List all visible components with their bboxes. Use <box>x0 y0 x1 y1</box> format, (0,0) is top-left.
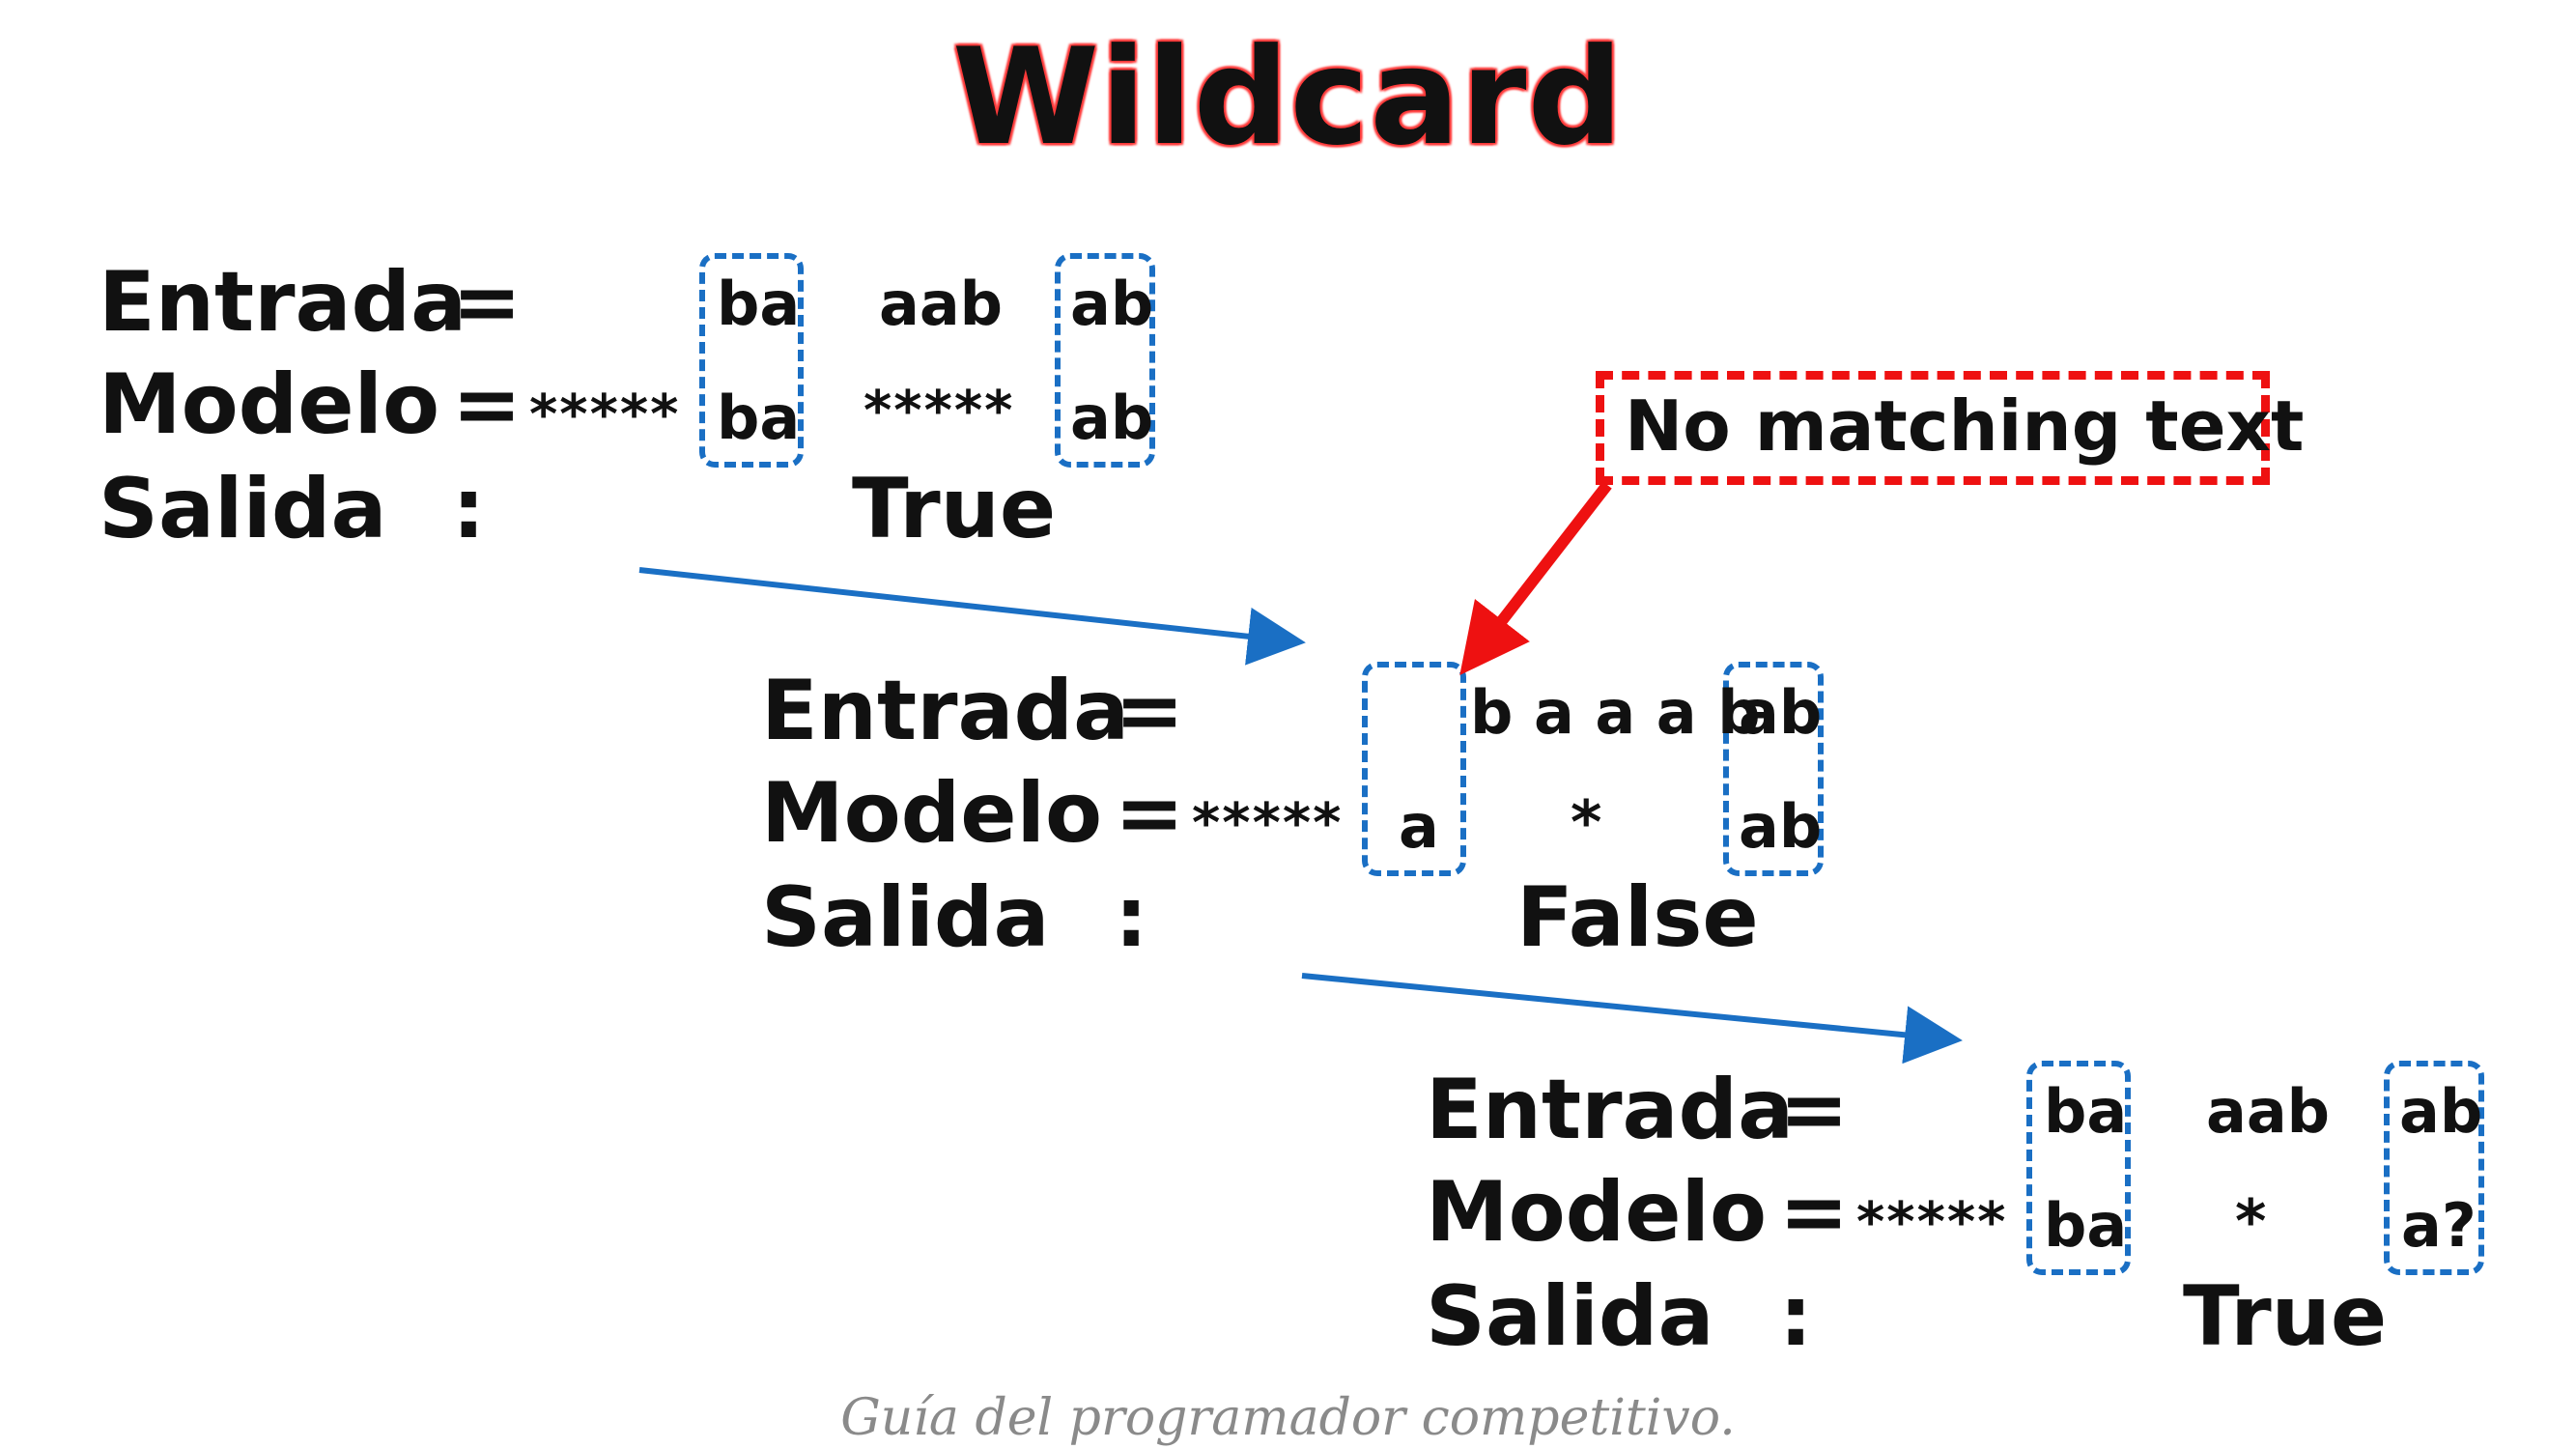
example-1: Entrada Modelo Salida = = : ***** ba aab… <box>99 253 1258 562</box>
salida-colon: : <box>1115 869 1148 966</box>
model-token-2: * <box>1571 787 1602 858</box>
salida-colon: : <box>452 461 486 557</box>
modelo-label: Modelo <box>761 765 1103 862</box>
model-token-2: * <box>2235 1186 2267 1257</box>
salida-label: Salida <box>761 869 1050 966</box>
salida-colon: : <box>1779 1268 1813 1365</box>
title: Wildcard <box>951 19 1625 175</box>
model-token-3: ab <box>1070 383 1154 453</box>
model-token-2: ***** <box>863 380 1015 442</box>
input-token-2: b a a a b <box>1470 677 1761 748</box>
flow-arrow-2 <box>1301 973 1963 1065</box>
entrada-equals: = <box>452 254 523 351</box>
model-token-3: ab <box>1739 791 1823 862</box>
footer-credit: Guía del programador competitivo. <box>840 1389 1736 1447</box>
modelo-equals: = <box>1115 765 1185 862</box>
output-value: True <box>852 461 1057 557</box>
input-token-3: ab <box>1070 269 1154 339</box>
segment-box-left <box>699 253 804 468</box>
model-prefix: ***** <box>529 384 681 446</box>
input-token-1: ba <box>2044 1076 2128 1147</box>
entrada-equals: = <box>1779 1062 1850 1158</box>
segment-box-right <box>1723 662 1824 876</box>
callout-arrow <box>1459 481 1612 675</box>
entrada-label: Entrada <box>1426 1062 1795 1158</box>
segment-box-right <box>1055 253 1155 468</box>
model-prefix: ***** <box>1192 792 1344 855</box>
input-token-1: ba <box>717 269 801 339</box>
entrada-equals: = <box>1115 663 1185 759</box>
model-token-1: ba <box>717 383 801 453</box>
segment-box-left <box>1362 662 1466 876</box>
output-value: False <box>1516 869 1759 966</box>
entrada-label: Entrada <box>99 254 467 351</box>
modelo-label: Modelo <box>1426 1164 1768 1261</box>
entrada-label: Entrada <box>761 663 1130 759</box>
modelo-equals: = <box>1779 1164 1850 1261</box>
modelo-equals: = <box>452 356 523 453</box>
segment-box-left <box>2026 1061 2131 1275</box>
model-token-1: a <box>1399 791 1439 862</box>
example-3: Entrada Modelo Salida = = : ***** ba aab… <box>1426 1061 2576 1370</box>
model-prefix: ***** <box>1856 1191 2008 1254</box>
salida-label: Salida <box>99 461 387 557</box>
output-value: True <box>2183 1268 2388 1365</box>
flow-arrow-1 <box>638 567 1306 666</box>
segment-box-right <box>2384 1061 2484 1275</box>
input-token-2: aab <box>879 269 1004 339</box>
salida-label: Salida <box>1426 1268 1714 1365</box>
input-token-3: ab <box>2399 1076 2483 1147</box>
modelo-label: Modelo <box>99 356 440 453</box>
model-token-3: a? <box>2401 1190 2477 1261</box>
model-token-1: ba <box>2044 1190 2128 1261</box>
input-token-2: aab <box>2206 1076 2331 1147</box>
input-token-3: ab <box>1739 677 1823 748</box>
callout-box <box>1596 371 2270 485</box>
example-2: Entrada Modelo Salida = = : ***** b a a … <box>761 662 1920 971</box>
callout-text: No matching text <box>1625 385 2305 467</box>
